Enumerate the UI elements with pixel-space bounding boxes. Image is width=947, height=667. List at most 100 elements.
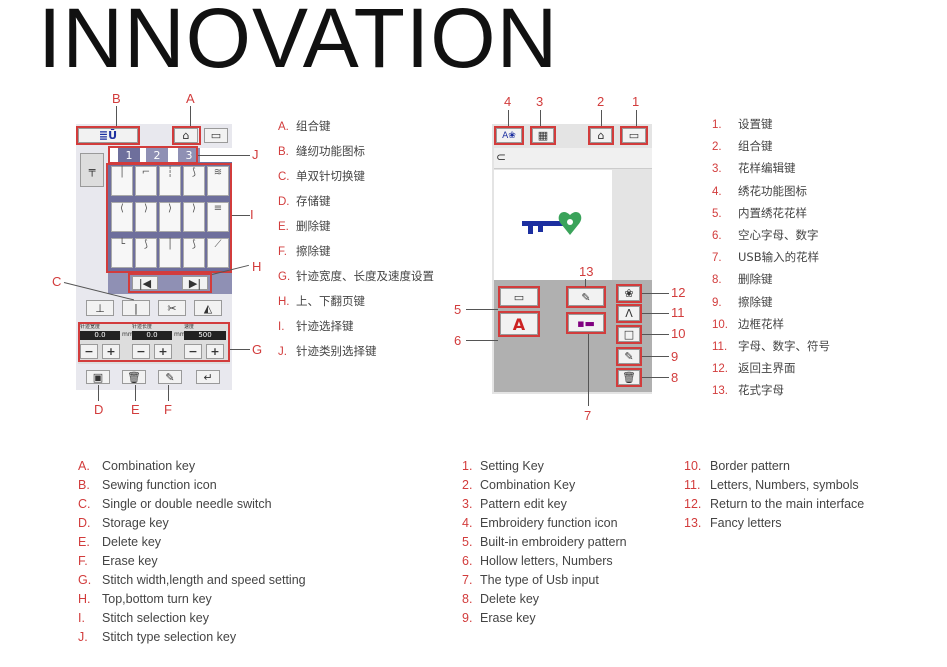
erase-button[interactable]: ✎ xyxy=(158,370,182,384)
leader-2 xyxy=(601,110,602,126)
legend-key: G. xyxy=(78,573,92,587)
legend-key: 2. xyxy=(712,141,722,154)
legend-text: 内置绣花花样 xyxy=(738,205,807,220)
legend-key: E. xyxy=(78,535,90,549)
legend-text: Letters, Numbers, symbols xyxy=(710,478,859,492)
stitch-pattern-cell[interactable]: │ xyxy=(111,166,133,196)
stitch-pattern-cell[interactable]: └ xyxy=(111,238,133,268)
legend-row: 13.花式字母 xyxy=(712,380,830,402)
callout-G: G xyxy=(252,342,263,357)
box-10 xyxy=(616,325,642,344)
page-down-button[interactable]: ▶| xyxy=(182,276,208,290)
width-plus-button[interactable]: + xyxy=(102,344,120,359)
box-1 xyxy=(620,126,648,145)
stitch-pattern-cell[interactable]: ≡ xyxy=(207,202,229,232)
setting-key-2[interactable]: ▭ xyxy=(622,128,646,143)
legend-row: 9.Erase key xyxy=(462,609,627,628)
presser-foot-icon: ╤ xyxy=(80,153,104,187)
return-main-button[interactable]: ❀ xyxy=(618,286,640,301)
legend-key: 7. xyxy=(712,252,722,265)
legend-key: B. xyxy=(78,478,90,492)
legend-row: E.删除键 xyxy=(278,214,434,239)
length-minus-button[interactable]: − xyxy=(132,344,150,359)
hollow-letters-button[interactable]: A xyxy=(500,313,538,335)
width-minus-button[interactable]: − xyxy=(80,344,98,359)
legend-key: J. xyxy=(278,346,287,358)
box-9 xyxy=(616,347,642,366)
width-value: 0.0 xyxy=(80,331,120,340)
tab-3[interactable]: 3 xyxy=(178,148,200,162)
legend-key: H. xyxy=(78,592,91,606)
leader-11 xyxy=(642,313,669,314)
cutter-button[interactable]: ✂ xyxy=(158,300,186,316)
stitch-pattern-cell[interactable]: ⟩ xyxy=(159,202,181,232)
speed-plus-button[interactable]: + xyxy=(206,344,224,359)
needle-switch-button[interactable]: | xyxy=(122,300,150,316)
legend-text: 针迹选择键 xyxy=(296,319,354,333)
stitch-pattern-cell[interactable]: ⟩ xyxy=(135,202,157,232)
twin-needle-button[interactable]: ◭ xyxy=(194,300,222,316)
legend-text: USB输入的花样 xyxy=(738,250,820,265)
legend-row: 8.Delete key xyxy=(462,590,627,609)
stitch-pattern-cell[interactable]: ⟆ xyxy=(183,166,205,196)
tab-2[interactable]: 2 xyxy=(146,148,168,162)
storage-button[interactable]: ▣ xyxy=(86,370,110,384)
legend-key: J. xyxy=(78,630,88,644)
legend-row: J.Stitch type selection key xyxy=(78,628,306,647)
legend-row: 5.Built-in embroidery pattern xyxy=(462,533,627,552)
legend-row: 7.The type of Usb input xyxy=(462,571,627,590)
legend-text: The type of Usb input xyxy=(480,573,599,587)
legend-key: 5. xyxy=(712,207,722,220)
speed-plus-label: + xyxy=(210,345,220,358)
legend-row: C.单双针切换键 xyxy=(278,164,434,189)
combination-key[interactable]: ⌂ xyxy=(174,128,198,143)
stitch-pattern-cell[interactable]: ⌐ xyxy=(135,166,157,196)
callout-F: F xyxy=(164,402,172,417)
stitch-pattern-cell[interactable]: │ xyxy=(159,238,181,268)
delete-key-2[interactable]: 🗑 xyxy=(618,370,640,385)
stitch-pattern-cell[interactable]: ⟨ xyxy=(111,202,133,232)
border-pattern-button[interactable]: □ xyxy=(618,327,640,342)
box-J xyxy=(108,146,198,164)
erase-key-2[interactable]: ✎ xyxy=(618,349,640,364)
page-up-button[interactable]: |◀ xyxy=(132,276,158,290)
pattern-edit-key[interactable]: ▦ xyxy=(532,128,554,143)
length-plus-button[interactable]: + xyxy=(154,344,172,359)
callout-13: 13 xyxy=(579,264,594,279)
combination-key-2[interactable]: ⌂ xyxy=(590,128,612,143)
legend-row: 5. 内置绣花花样 xyxy=(712,203,830,225)
letters-numbers-button[interactable]: Λ xyxy=(618,306,640,321)
stitch-pattern-cell[interactable]: ≋ xyxy=(207,166,229,196)
legend-key: 13. xyxy=(684,516,702,530)
legend-text: Sewing function icon xyxy=(102,478,217,492)
tab-1[interactable]: 1 xyxy=(118,148,140,162)
legend-key: D. xyxy=(278,196,290,208)
built-in-pattern-button[interactable]: ▭ xyxy=(500,288,538,306)
straight-stitch-button[interactable]: ⊥ xyxy=(86,300,114,316)
legend-text: Setting Key xyxy=(480,459,544,473)
legend-row: 6. 空心字母、数字 xyxy=(712,225,830,247)
legend-key: 3. xyxy=(712,163,722,176)
delete-button[interactable]: 🗑 xyxy=(122,370,146,384)
fancy-letters-button[interactable]: ✎ xyxy=(568,288,604,306)
stitch-pattern-cell[interactable]: ⟆ xyxy=(135,238,157,268)
stitch-pattern-cell[interactable]: ┆ xyxy=(159,166,181,196)
legend-key: 6. xyxy=(712,230,722,243)
return-button[interactable]: ↵ xyxy=(196,370,220,384)
legend-row: 8.删除键 xyxy=(712,269,830,291)
legend-text: 组合键 xyxy=(738,139,773,154)
legend-key: 1. xyxy=(462,459,473,473)
legend-row: D.存储键 xyxy=(278,189,434,214)
stitch-pattern-cell[interactable]: ⟆ xyxy=(183,238,205,268)
stitch-pattern-cell[interactable]: ⟩ xyxy=(183,202,205,232)
legend-text: Stitch width,length and speed setting xyxy=(102,573,306,587)
setting-key[interactable]: ▭ xyxy=(204,128,228,143)
legend-text: 空心字母、数字 xyxy=(738,228,819,243)
speed-minus-button[interactable]: − xyxy=(184,344,202,359)
legend-row: I.Stitch selection key xyxy=(78,609,306,628)
legend-text: 花式字母 xyxy=(738,383,784,398)
usb-input-button[interactable]: ▪▬ xyxy=(568,314,604,332)
leader-6 xyxy=(466,340,498,341)
stitch-pattern-cell[interactable]: ⟋ xyxy=(207,238,229,268)
legend-row: 3.Pattern edit key xyxy=(462,495,627,514)
